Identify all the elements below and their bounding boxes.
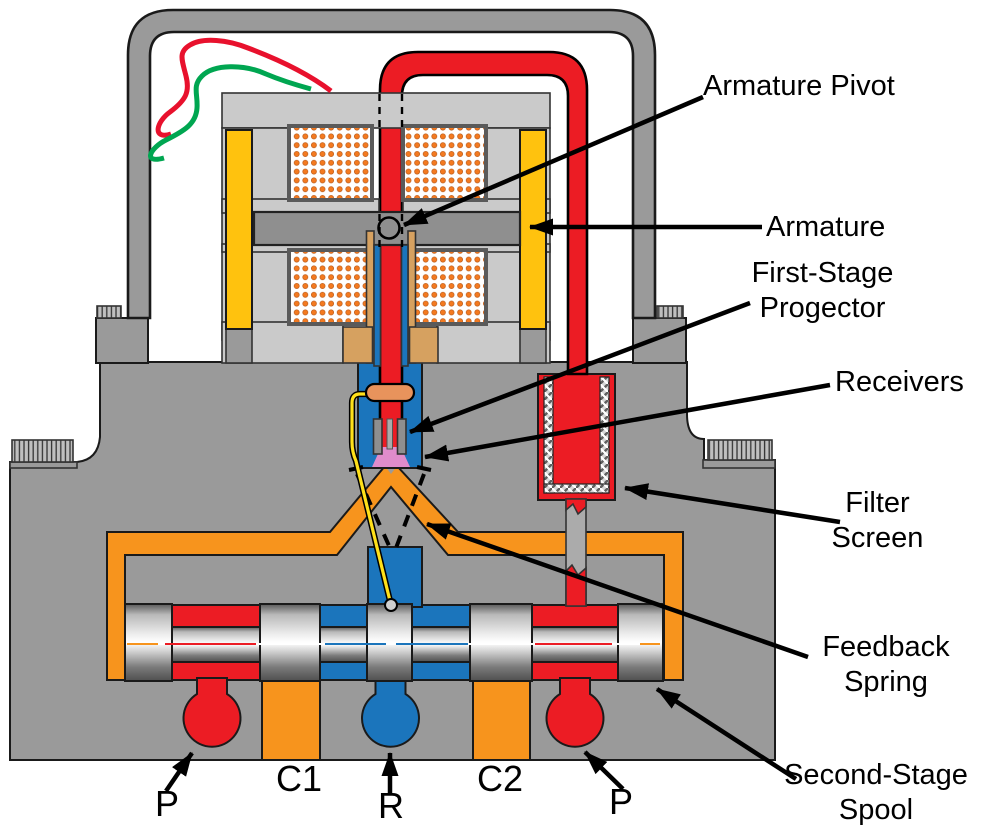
lead-wire-red — [155, 37, 333, 138]
spool-end-left — [124, 603, 173, 682]
left-ribbed-cap — [11, 439, 74, 463]
port-c2-passage — [472, 677, 531, 761]
spring-clamp — [364, 382, 416, 403]
label-feedback-line2: Spring — [844, 666, 928, 698]
p-right-arrow — [583, 750, 625, 791]
label-first-stage-line1: First-Stage — [751, 257, 894, 289]
supply-tube-break-top — [565, 498, 587, 516]
magnet-foot-left — [225, 325, 253, 364]
coil-bottom-right — [401, 248, 488, 326]
permanent-magnet-right — [519, 129, 547, 330]
armature-pivot-point — [377, 216, 401, 240]
label-port-p-right: P — [608, 781, 633, 822]
port-p-right — [545, 677, 605, 748]
spool-end-right — [617, 603, 664, 682]
magnet-foot-right — [519, 325, 547, 364]
label-second-stage-line1: Second-Stage — [784, 759, 968, 791]
annotation-arrows — [164, 94, 841, 794]
spool-land-center — [366, 603, 413, 682]
label-port-p-left: P — [154, 783, 179, 824]
right-flange-step — [632, 317, 687, 364]
label-port-c1: C1 — [275, 758, 323, 799]
first-stage-projector — [372, 418, 410, 467]
port-r — [361, 677, 420, 748]
label-filter-line2: Screen — [831, 522, 924, 554]
label-port-c2: C2 — [476, 758, 524, 799]
left-flange-step — [95, 317, 149, 364]
label-second-stage-line2: Spool — [838, 794, 914, 826]
label-first-stage-line2: Progector — [759, 292, 886, 324]
label-second-stage-spool: Second-Stage Spool — [742, 758, 1000, 828]
spring-ball-end — [384, 598, 398, 612]
flexure-base-left — [342, 326, 374, 364]
feedback-spring-arrow — [426, 521, 809, 660]
left-small-screw — [96, 305, 122, 319]
spool-land-left — [259, 603, 321, 682]
spool-land-right — [469, 603, 533, 682]
label-port-r: R — [378, 785, 404, 826]
drain-gap-left — [373, 244, 382, 367]
supply-tube-break-bottom — [565, 563, 587, 607]
port-p-left — [182, 677, 242, 748]
label-filter-screen: Filter Screen — [795, 486, 960, 556]
nozzle-wall-right — [396, 418, 407, 455]
nozzle-bore-right — [392, 419, 398, 447]
p-left-arrow — [164, 751, 194, 793]
permanent-magnet-left — [225, 129, 253, 330]
left-cap-base — [9, 461, 78, 469]
filter-screen-right — [599, 376, 610, 494]
label-armature: Armature — [766, 211, 886, 243]
port-c1-passage — [261, 677, 321, 761]
filter-screen-arrow — [624, 483, 841, 525]
supply-loop-tube — [378, 50, 589, 449]
lead-wire-green — [148, 64, 312, 162]
right-ribbed-cap — [707, 439, 773, 461]
label-first-stage: First-Stage Progector — [700, 256, 945, 326]
nozzle-wall-left — [372, 418, 383, 455]
nozzle-bore-left — [382, 419, 387, 447]
drain-gap-right — [400, 244, 409, 367]
feedback-spring — [348, 382, 416, 612]
right-small-screw — [656, 305, 684, 319]
filter-screen-bottom — [543, 483, 610, 494]
motor-cover — [126, 8, 657, 320]
nozzle-core — [386, 418, 393, 450]
label-receivers: Receivers — [835, 366, 964, 398]
coil-top-right — [401, 124, 488, 202]
motor-frame-top — [221, 92, 551, 129]
spool-arrow — [655, 687, 798, 781]
label-armature-pivot: Armature Pivot — [703, 70, 895, 102]
coil-top-left — [287, 124, 374, 202]
armature-pivot-arrow — [403, 94, 704, 228]
torque-motor — [221, 92, 551, 367]
label-filter-line1: Filter — [845, 487, 910, 519]
receivers-arrow — [424, 382, 831, 462]
right-cap-base — [702, 459, 776, 469]
projector-arrow — [409, 300, 751, 435]
flexure-base-right — [408, 326, 439, 364]
label-feedback-line1: Feedback — [822, 631, 950, 663]
coil-bottom-left — [287, 248, 374, 326]
label-feedback-spring: Feedback Spring — [790, 630, 982, 700]
